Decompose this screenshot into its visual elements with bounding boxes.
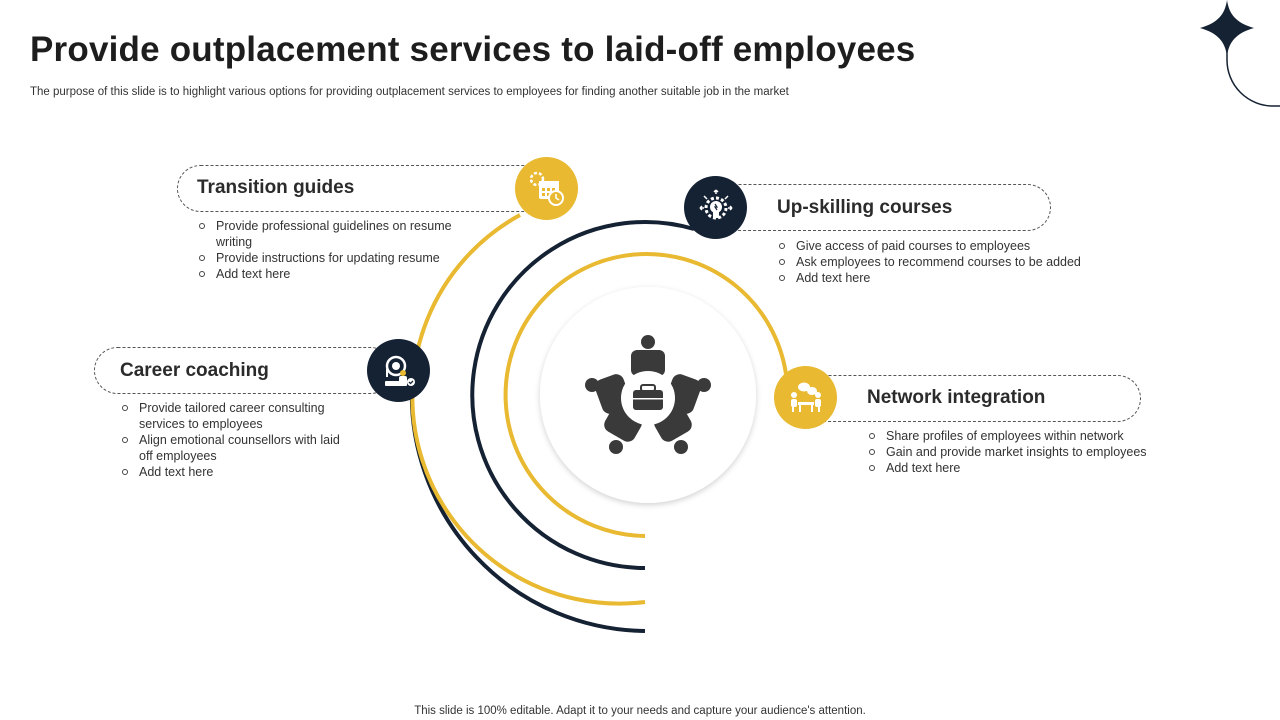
lightbulb-gear-icon: [698, 188, 733, 219]
list-item: Add text here: [119, 464, 344, 480]
list-item: Give access of paid courses to employees: [776, 238, 1106, 254]
star-decoration-icon: [1200, 0, 1254, 56]
team-meeting-briefcase-icon: [585, 335, 711, 454]
calendar-gear-clock-icon: [529, 171, 564, 206]
network-integration-badge: [774, 366, 837, 429]
corner-curve-decoration: [1226, 50, 1280, 107]
footer-note: This slide is 100% editable. Adapt it to…: [414, 705, 866, 717]
network-integration-title: Network integration: [867, 387, 1046, 408]
page-subtitle: The purpose of this slide is to highligh…: [30, 86, 789, 98]
transition-guides-title: Transition guides: [197, 177, 355, 198]
up-skilling-courses-title: Up-skilling courses: [777, 197, 953, 218]
career-coaching-points: Provide tailored career consulting servi…: [119, 400, 344, 480]
list-item: Add text here: [866, 460, 1186, 476]
inner-yellow-arc: [503, 252, 788, 538]
transition-guides-badge: [515, 157, 578, 220]
networking-meeting-icon: [790, 382, 821, 412]
list-item: Gain and provide market insights to empl…: [866, 444, 1186, 460]
up-skilling-courses-points: Give access of paid courses to employees…: [776, 238, 1106, 286]
list-item: Align emotional counsellors with laid of…: [119, 432, 344, 464]
page-title: Provide outplacement services to laid-of…: [30, 30, 916, 69]
list-item: Provide tailored career consulting servi…: [119, 400, 344, 432]
network-integration-points: Share profiles of employees within netwo…: [866, 428, 1186, 476]
list-item: Add text here: [776, 270, 1106, 286]
career-coaching-title: Career coaching: [120, 360, 269, 381]
up-skilling-courses-badge: [684, 176, 747, 239]
list-item: Add text here: [196, 266, 466, 282]
coaching-presenter-icon: [384, 355, 415, 386]
list-item: Provide professional guidelines on resum…: [196, 218, 466, 250]
list-item: Provide instructions for updating resume: [196, 250, 466, 266]
list-item: Ask employees to recommend courses to be…: [776, 254, 1106, 270]
list-item: Share profiles of employees within netwo…: [866, 428, 1186, 444]
middle-navy-arc: [470, 220, 695, 570]
transition-guides-points: Provide professional guidelines on resum…: [196, 218, 466, 282]
outer-yellow-arc: [410, 213, 646, 606]
career-coaching-badge: [367, 339, 430, 402]
